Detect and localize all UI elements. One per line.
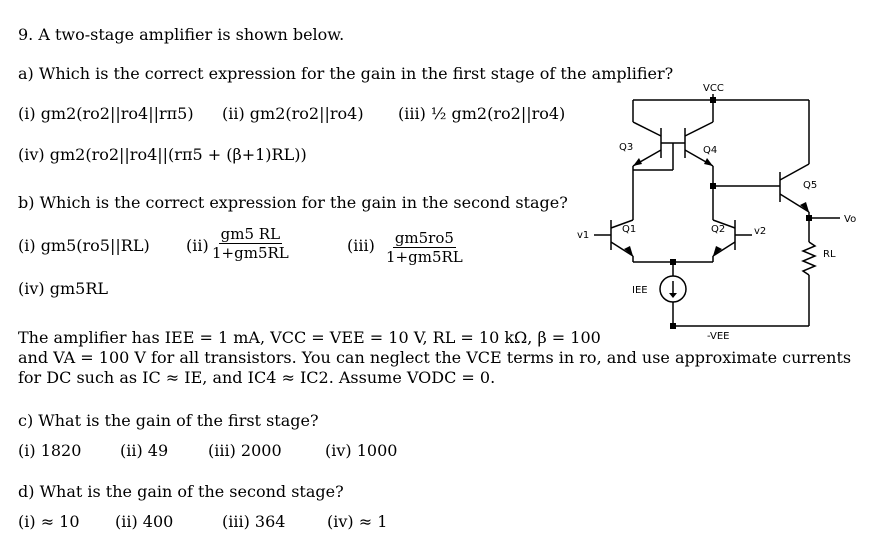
- q5-emitter-arrow: [800, 202, 809, 212]
- part-c-prompt: c) What is the gain of the first stage?: [18, 411, 319, 430]
- part-a-prompt: a) Which is the correct expression for t…: [18, 64, 674, 83]
- q3-emitter-arrow: [633, 158, 642, 166]
- part-b-option-2-fraction: gm5 RL 1+gm5RL: [212, 225, 289, 262]
- part-b-option-2-denominator: 1+gm5RL: [212, 244, 289, 262]
- transistor-q5: [779, 163, 810, 213]
- iee-arrow-head: [669, 293, 677, 298]
- part-a-option-2: (ii) gm2(ro2||ro4): [222, 104, 364, 123]
- vo-label: Vo: [844, 214, 856, 225]
- q1-label: Q1: [622, 224, 636, 235]
- vcc-node: [710, 97, 716, 103]
- question-title: 9. A two-stage amplifier is shown below.: [18, 25, 345, 44]
- vee-node: [670, 323, 676, 329]
- part-b-option-2-label: (ii): [186, 236, 209, 255]
- conditions-line-1: The amplifier has IEE = 1 mA, VCC = VEE …: [18, 328, 601, 347]
- v1-label: v1: [577, 230, 589, 241]
- q2-label: Q2: [711, 224, 725, 235]
- vee-label: -VEE: [707, 331, 730, 342]
- v2-label: v2: [754, 226, 766, 237]
- part-d-option-2: (ii) 400: [115, 512, 174, 531]
- transistor-q4: [684, 121, 714, 167]
- q5-label: Q5: [803, 180, 817, 191]
- conditions-line-2: and VA = 100 V for all transistors. You …: [18, 348, 852, 367]
- conditions-line-3: for DC such as IC ≈ IE, and IC4 ≈ IC2. A…: [18, 368, 496, 387]
- part-d-option-1: (i) ≈ 10: [18, 512, 80, 531]
- part-b-option-3-label: (iii): [347, 236, 375, 255]
- conditions-paragraph: The amplifier has IEE = 1 mA, VCC = VEE …: [18, 328, 858, 388]
- part-b-option-3-denominator: 1+gm5RL: [386, 248, 463, 266]
- part-b-option-2-numerator: gm5 RL: [218, 225, 283, 244]
- part-a-option-4: (iv) gm2(ro2||ro4||(rπ5 + (β+1)RL)): [18, 145, 307, 164]
- q2-emitter-arrow: [713, 246, 722, 256]
- iee-label: IEE: [632, 285, 648, 296]
- q1-emitter-arrow: [624, 246, 633, 256]
- transistor-q3: [632, 121, 662, 167]
- part-b-option-3-numerator: gm5ro5: [392, 229, 456, 248]
- part-d-prompt: d) What is the gain of the second stage?: [18, 482, 344, 501]
- resistor-rl: [801, 241, 817, 276]
- part-c-option-3: (iii) 2000: [208, 441, 282, 460]
- tail-node: [670, 259, 676, 265]
- part-b-prompt: b) Which is the correct expression for t…: [18, 193, 568, 212]
- part-c-option-1: (i) 1820: [18, 441, 82, 460]
- part-d-option-3: (iii) 364: [222, 512, 286, 531]
- part-b-option-3-fraction: gm5ro5 1+gm5RL: [386, 229, 463, 266]
- part-a-option-1: (i) gm2(ro2||ro4||rπ5): [18, 104, 194, 123]
- part-d-option-4: (iv) ≈ 1: [327, 512, 388, 531]
- q3-label: Q3: [619, 142, 633, 153]
- part-c-option-4: (iv) 1000: [325, 441, 398, 460]
- q5-base-node: [710, 183, 716, 189]
- part-c-option-2: (ii) 49: [120, 441, 169, 460]
- q4-emitter-arrow: [704, 158, 713, 166]
- vo-node: [806, 215, 812, 221]
- part-a-option-3: (iii) ½ gm2(ro2||ro4): [398, 104, 566, 123]
- vcc-label: VCC: [703, 83, 724, 94]
- part-b-option-1: (i) gm5(ro5||RL): [18, 236, 150, 255]
- part-b-option-4: (iv) gm5RL: [18, 279, 108, 298]
- rl-label: RL: [823, 249, 836, 260]
- q4-label: Q4: [703, 145, 717, 156]
